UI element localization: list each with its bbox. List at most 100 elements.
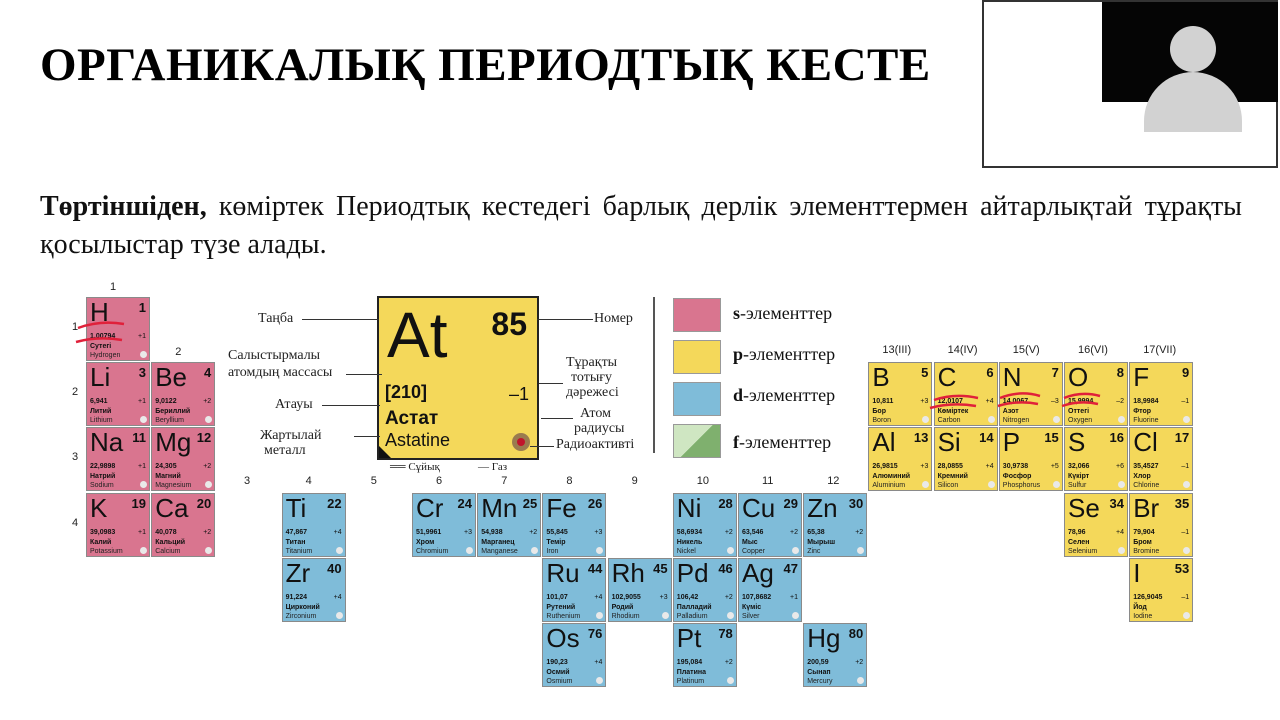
element-oxidation: +3 [464,528,472,536]
element-name-kk: Палладий [676,603,712,611]
element-symbol: Mn [481,492,518,523]
pen-stroke [1061,401,1099,408]
element-mass: 39,0983 [90,528,116,536]
element-name-kk: Кремний [937,473,968,481]
element-name-kk: Магний [155,473,181,481]
element-symbol: Br [1133,492,1160,523]
key-label-semimetal-2: металл [264,443,306,458]
element-mass: 6,941 [90,398,108,406]
element-name-kk: Алюминий [872,473,911,481]
element-number: 24 [457,495,472,511]
element-name-kk: Селен [1068,538,1090,546]
atom-radius-icon [140,481,147,489]
element-oxidation: +1 [138,463,146,471]
pointer-line [537,319,593,320]
element-mass: 200,59 [807,659,829,666]
element-number: 40 [327,560,342,576]
element-name-en: Palladium [676,612,708,620]
key-label-radius-2: радиусы [574,421,625,436]
element-name-en: Lithium [90,417,113,425]
key-label-ox-2: тотығу [571,370,613,385]
element-mass: 9,0122 [155,398,177,406]
element-oxidation: +2 [790,528,798,536]
element-number: 25 [522,495,538,511]
element-mass: 28,0855 [937,463,963,471]
element-mass: 30,9738 [1002,463,1029,471]
pen-stroke [933,394,979,402]
legend-swatch-d [673,382,721,416]
key-label-number: Номер [594,311,633,326]
group-label: 17(VII) [1143,344,1177,357]
paragraph-text: көміртек Периодтық кестедегі барлық дерл… [40,191,1242,260]
element-number: 44 [587,560,603,576]
element-mass: 32,066 [1068,463,1090,471]
atom-radius-icon [335,611,343,619]
element-number: 7 [1051,365,1059,381]
element-number: 16 [1109,430,1124,446]
element-oxidation: +2 [203,463,212,471]
element-number: 1 [138,300,146,315]
element-name-en: Nitrogen [1002,417,1030,425]
element-oxidation: +4 [333,593,342,601]
legend-text-s: s-элементтер [733,303,833,323]
element-name-en: Platinum [676,678,705,685]
pen-stroke [929,403,977,410]
atom-radius-icon [140,351,147,358]
atom-radius-icon [1052,481,1060,489]
element-oxidation: +5 [1050,463,1059,471]
element-number: 80 [848,626,864,641]
atom-radius-icon [661,611,669,619]
element-name-en: Beryllium [155,417,184,425]
element-name-kk: Фтор [1133,408,1152,416]
element-symbol: Zn [807,492,838,523]
group-label: 7 [501,474,508,487]
element-name-en: Boron [872,417,892,425]
element-mass: 22,9898 [90,463,116,471]
legend-text-p: p-элементтер [733,344,836,364]
atom-radius-icon [140,546,147,554]
element-oxidation: +4 [1116,528,1124,536]
element-number: 15 [1044,430,1059,446]
group-label: 5 [370,474,377,487]
element-mass: 107,8682 [742,593,772,601]
period-label: 1 [72,321,79,333]
element-name-en: Fluorine [1133,417,1159,425]
element-oxidation: +1 [138,398,146,406]
element-name-kk: Темір [546,538,566,546]
element-oxidation: +6 [1116,463,1124,471]
atom-radius-icon [987,481,995,489]
period-label: 4 [72,516,79,529]
element-name-en: Hydrogen [90,352,121,359]
element-number: 20 [196,495,212,511]
element-mass: 91,224 [285,593,308,601]
element-name-en: Copper [742,547,765,555]
key-label-radius-1: Атом [580,406,611,421]
atom-radius-icon [335,546,343,554]
atom-radius-icon [140,416,147,424]
element-symbol: O [1068,362,1089,393]
key-label-name: Атауы [275,397,313,412]
element-name-kk: Оттегі [1068,408,1090,416]
pen-stroke [997,401,1039,408]
element-mass: 51,9961 [416,528,442,536]
element-name-en: Sodium [90,482,114,490]
element-symbol: Ti [285,492,307,523]
element-name-kk: Сутегі [90,343,112,350]
element-symbol: Pt [676,623,702,653]
atom-radius-icon [857,546,865,554]
key-label-symbol: Таңба [258,311,294,326]
element-oxidation: +2 [724,528,733,536]
element-symbol: Cu [742,492,776,523]
key-name-en: Astatine [385,430,451,450]
semimetal-corner-icon [379,446,391,458]
element-key-card: At 85 [210] –1 Астат Astatine [377,296,539,460]
element-name-en: Selenium [1068,547,1098,555]
element-symbol: Cl [1133,427,1158,458]
